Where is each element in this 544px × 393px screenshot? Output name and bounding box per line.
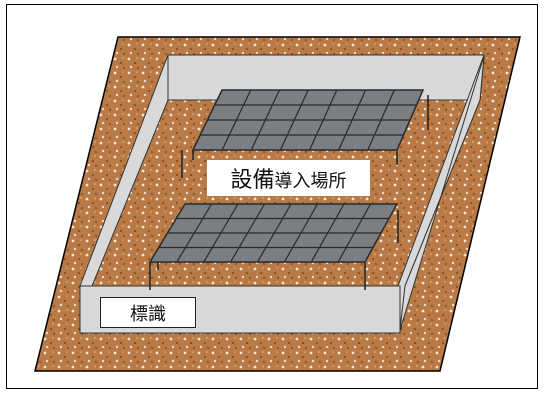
solar-panel-array-front (148, 203, 399, 290)
solar-panel-array-back (181, 89, 429, 178)
sign-board: 標識 (100, 297, 196, 328)
area-label-small: 導入場所 (274, 171, 347, 192)
installation-area-label: 設備導入場所 (207, 160, 370, 196)
sign-label: 標識 (130, 303, 166, 325)
area-label-large: 設備 (230, 168, 275, 193)
